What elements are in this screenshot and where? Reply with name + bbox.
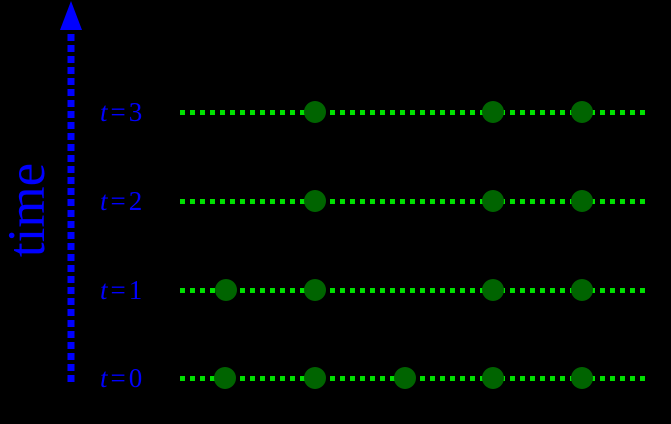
event-dot[interactable] [215,279,237,301]
row-label-t1: t=1 [100,277,142,304]
timeline-line-t3 [180,109,646,115]
row-label-value: 0 [128,363,143,393]
event-dot[interactable] [304,279,326,301]
event-dot[interactable] [214,367,236,389]
event-dot[interactable] [482,190,504,212]
row-label-t2: t=2 [100,188,142,215]
row-label-variable: t [100,275,108,305]
row-label-t0: t=0 [100,365,142,392]
event-dot[interactable] [571,190,593,212]
event-dot[interactable] [304,101,326,123]
timeline-line-t2 [180,198,646,204]
row-label-equals: = [110,363,126,393]
event-dot[interactable] [304,190,326,212]
event-dot[interactable] [571,367,593,389]
event-dot[interactable] [571,279,593,301]
time-axis-shaft-group [60,1,82,382]
event-dot[interactable] [394,367,416,389]
axis-caption-time: time [0,162,56,258]
event-dot[interactable] [571,101,593,123]
row-label-equals: = [110,97,126,127]
event-dot[interactable] [304,367,326,389]
timeline-line-t1 [180,287,646,293]
row-label-equals: = [110,186,126,216]
event-dot[interactable] [482,101,504,123]
row-label-variable: t [100,186,108,216]
event-dot[interactable] [482,367,504,389]
row-label-variable: t [100,97,108,127]
row-label-value: 1 [128,275,143,305]
event-dot[interactable] [482,279,504,301]
row-label-variable: t [100,363,108,393]
row-label-equals: = [110,275,126,305]
row-label-t3: t=3 [100,99,142,126]
time-axis-arrowhead [60,1,82,30]
row-label-value: 3 [128,97,143,127]
row-label-value: 2 [128,186,143,216]
